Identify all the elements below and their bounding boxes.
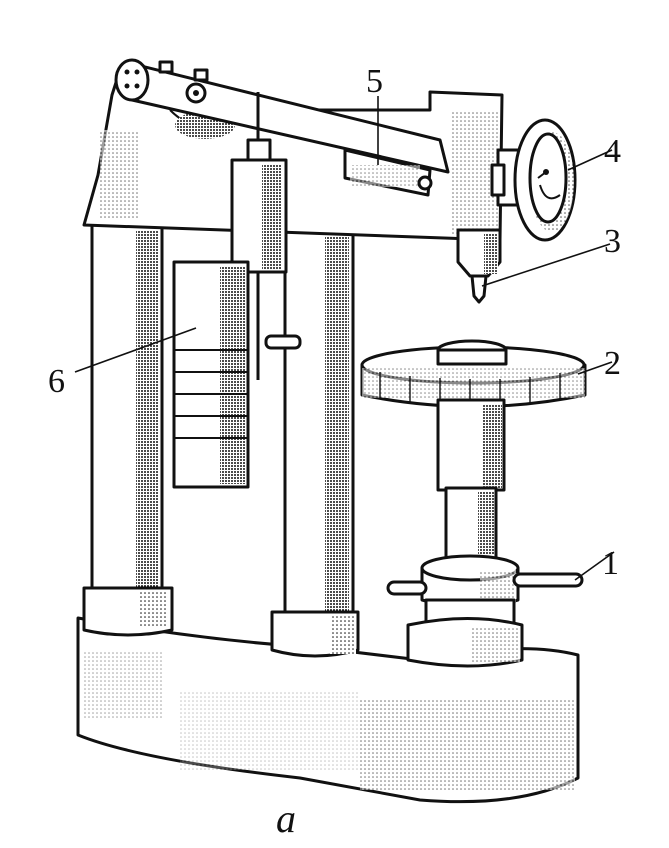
callout-2: 2 [604, 345, 621, 382]
weight-stack [172, 260, 302, 489]
leader-lines [74, 96, 615, 581]
callout-5: 5 [366, 63, 383, 100]
callout-1: 1 [602, 545, 619, 582]
lever-weight-box [343, 148, 433, 197]
indenter [456, 228, 502, 304]
left-column [82, 223, 174, 637]
callout-6: 6 [48, 363, 65, 400]
right-column [270, 228, 360, 658]
figure-caption: a [276, 796, 296, 841]
callout-4: 4 [604, 133, 621, 170]
adjusting-nut [386, 554, 584, 668]
hanger-assembly [230, 92, 288, 380]
lever-arm [114, 58, 450, 174]
anvil-handwheel [360, 339, 587, 408]
dial-gauge [490, 118, 577, 242]
callout-3: 3 [604, 223, 621, 260]
lifting-screw [436, 398, 506, 560]
